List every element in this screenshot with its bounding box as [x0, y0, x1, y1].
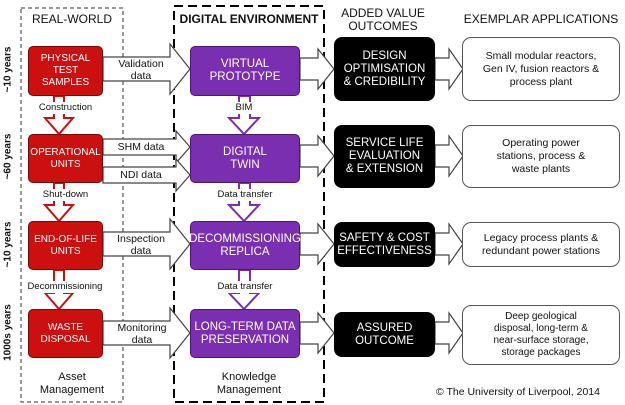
data-flow-label-validation: Validation data — [118, 58, 164, 82]
header-real-world: REAL-WORLD — [31, 12, 112, 26]
digital-environment-frame — [173, 5, 325, 403]
real-world-down-arrows — [42, 95, 76, 311]
outcome-box-safety-cost: SAFETY & COST EFFECTIVENESS — [334, 222, 435, 267]
real-world-box-operational-units: OPERATIONAL UNITS — [28, 134, 103, 183]
real-world-box-waste-disposal: WASTE DISPOSAL — [28, 309, 103, 358]
application-arrows — [434, 47, 464, 355]
footer-asset-management: Asset Management — [39, 371, 105, 396]
header-added-value: ADDED VALUE OUTCOMES — [341, 6, 425, 33]
timescale-label: 1000s years — [2, 304, 14, 361]
header-exemplar: EXEMPLAR APPLICATIONS — [463, 12, 619, 26]
digital-box-long-term-data-preservation: LONG-TERM DATA PRESERVATION — [190, 309, 300, 358]
outcome-box-assured-outcome: ASSURED OUTCOME — [334, 312, 435, 357]
data-flow-label-ndi: NDI data — [120, 169, 162, 181]
timescale-label: ~60 years — [2, 133, 14, 180]
outcome-box-design-optimisation: DESIGN OPTIMISATION & CREDIBILITY — [334, 37, 435, 101]
transition-label-bim: BIM — [224, 102, 264, 114]
digital-box-decommissioning-replica: DECOMMISSIONING REPLICA — [189, 221, 301, 270]
transition-label-data-transfer: Data transfer — [205, 189, 285, 201]
transition-label-shut-down: Shut-down — [28, 189, 103, 201]
digital-box-digital-twin: DIGITAL TWIN — [190, 134, 300, 183]
outcome-box-service-life: SERVICE LIFE EVALUATION & EXTENSION — [334, 125, 435, 188]
header-digital-environment: DIGITAL ENVIRONMENT — [179, 12, 319, 26]
timescale-label: ~10 years — [2, 46, 14, 93]
digital-down-arrows — [226, 95, 262, 311]
copyright-notice: © The University of Liverpool, 2014 — [436, 386, 600, 398]
construction-arrow — [42, 95, 76, 136]
outcome-arrows — [299, 47, 335, 355]
application-box-deep-geological-disposal: Deep geological disposal, long-term & ne… — [462, 305, 620, 365]
data-flow-label-shm: SHM data — [117, 141, 165, 153]
data-flow-label-inspection: Inspection data — [117, 233, 165, 257]
shutdown-arrow — [42, 182, 76, 223]
real-world-box-end-of-life-units: END-OF-LIFE UNITS — [28, 221, 103, 270]
application-box-legacy-process-plants: Legacy process plants & redundant power … — [462, 222, 620, 267]
real-world-frame — [20, 7, 124, 403]
timescale-label: ~10 years — [2, 221, 14, 268]
transition-label-construction: Construction — [28, 102, 103, 114]
digital-box-virtual-prototype: VIRTUAL PROTOTYPE — [190, 46, 300, 96]
data-flow-label-monitoring: Monitoring data — [117, 322, 167, 346]
real-world-box-physical-test-samples: PHYSICAL TEST SAMPLES — [28, 46, 103, 96]
data-flow-arrows — [102, 42, 191, 360]
transition-label-data-transfer: Data transfer — [205, 281, 285, 293]
footer-knowledge-management: Knowledge Management — [216, 371, 282, 396]
data-transfer-arrow-1 — [226, 182, 262, 223]
application-box-operating-power-stations: Operating power stations, process & wast… — [462, 125, 620, 188]
bim-arrow — [226, 95, 262, 136]
transition-label-decommissioning: Decommissioning — [24, 281, 106, 293]
application-box-small-modular-reactors: Small modular reactors, Gen IV, fusion r… — [462, 37, 620, 101]
